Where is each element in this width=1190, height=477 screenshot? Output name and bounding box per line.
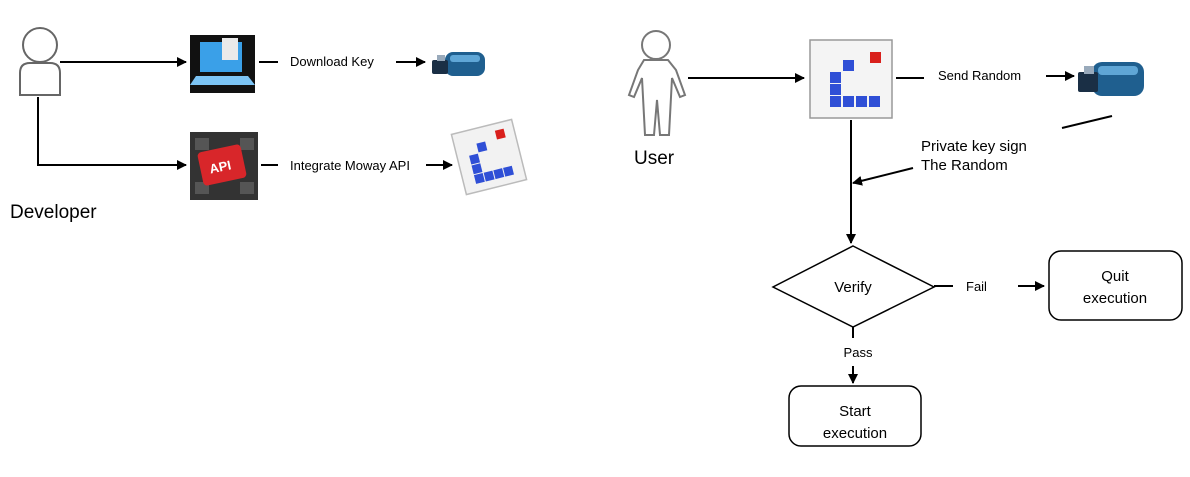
usb-dongle-icon (432, 52, 485, 76)
moway-app-icon (450, 118, 528, 196)
start-line1: Start (839, 403, 872, 420)
fail-label: Fail (966, 279, 987, 294)
usb-dongle-icon-user (1078, 62, 1144, 96)
start-execution-box: Start execution (788, 385, 922, 447)
quit-line2: execution (1083, 290, 1147, 307)
download-key-label: Download Key (290, 54, 374, 69)
laptop-icon (190, 35, 255, 93)
moway-app-icon-user (809, 39, 893, 119)
api-key-text: API (208, 157, 232, 176)
sign-label-line2: The Random (921, 157, 1008, 174)
verify-label: Verify (834, 279, 872, 296)
send-random-label: Send Random (938, 68, 1021, 83)
user-label: User (634, 148, 675, 169)
verify-decision: Verify (771, 245, 936, 328)
sign-label-line1: Private key sign (921, 138, 1027, 155)
sign-to-flow-arrow (852, 167, 914, 186)
developer-person-icon (19, 27, 61, 96)
developer-to-api-arrow (37, 97, 187, 170)
pass-label: Pass (844, 345, 873, 360)
usb-return-line (1061, 115, 1113, 129)
quit-execution-box: Quit execution (1048, 250, 1183, 321)
api-keyboard-icon: API (190, 132, 258, 200)
developer-label: Developer (10, 202, 97, 223)
start-line2: execution (823, 425, 887, 442)
user-person-icon (627, 30, 687, 136)
integrate-api-label: Integrate Moway API (290, 158, 410, 173)
quit-line1: Quit (1101, 268, 1129, 285)
